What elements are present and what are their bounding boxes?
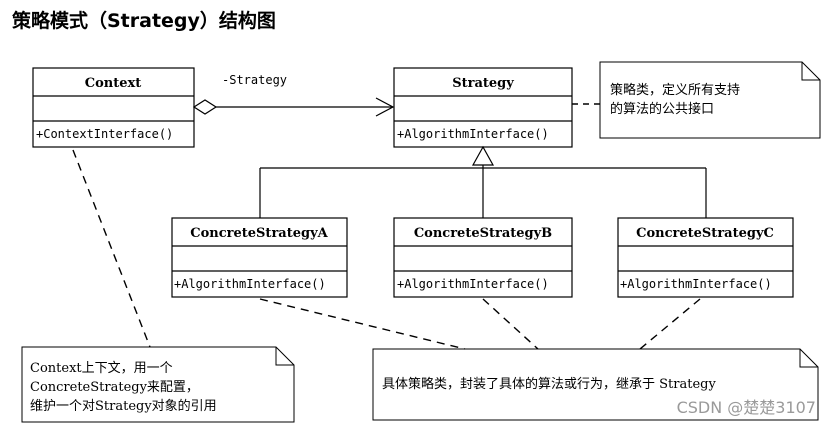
inheritance-triangle-icon [471,145,495,166]
class-concrete-b-name: ConcreteStrategyB [414,226,552,241]
class-concrete-c-name: ConcreteStrategyC [636,226,774,241]
class-concrete-strategy-a: ConcreteStrategyA +AlgorithmInterface() [171,217,348,298]
class-concrete-a-operation: +AlgorithmInterface() [174,277,326,291]
class-concrete-strategy-b: ConcreteStrategyB +AlgorithmInterface() [393,217,573,298]
class-context-operation: +ContextInterface() [36,127,173,141]
class-concrete-c-operation: +AlgorithmInterface() [620,277,772,291]
class-concrete-a-name: ConcreteStrategyA [190,226,328,241]
class-context-name: Context [85,76,142,91]
generalization-tree [259,145,707,218]
class-context: Context +ContextInterface() [32,67,195,148]
note-concrete-strategies: 具体策略类，封装了具体的算法或行为，继承于 Strategy [372,348,819,421]
note-concrete-connector-b [482,298,539,350]
class-strategy: Strategy +AlgorithmInterface() [393,67,573,148]
class-concrete-strategy-c: ConcreteStrategyC +AlgorithmInterface() [617,217,794,298]
open-arrow-icon [375,97,395,117]
note-context: Context上下文，用一个 ConcreteStrategy来配置， 维护一个… [21,346,295,423]
note-concrete-line-1: 具体策略类，封装了具体的算法或行为，继承于 Strategy [382,376,716,392]
note-strategy-line-1: 策略类，定义所有支持 [610,82,740,98]
association-context-strategy: -Strategy [192,73,395,117]
note-strategy-line-2: 的算法的公共接口 [610,101,714,117]
note-concrete-connector-c [639,298,701,350]
note-context-line-1: Context上下文，用一个 [30,361,173,376]
note-context-line-3: 维护一个对Strategy对象的引用 [30,398,217,414]
diagram-title: 策略模式（Strategy）结构图 [12,10,276,32]
class-concrete-b-operation: +AlgorithmInterface() [397,277,549,291]
association-label: -Strategy [222,73,287,87]
note-context-line-2: ConcreteStrategy来配置， [30,380,199,395]
class-strategy-operation: +AlgorithmInterface() [397,127,549,141]
note-strategy: 策略类，定义所有支持 的算法的公共接口 [599,61,821,139]
aggregation-diamond-icon [192,99,218,115]
class-strategy-name: Strategy [452,76,514,91]
note-context-connector [72,149,151,348]
note-concrete-connector-a [259,298,466,350]
watermark: CSDN @楚楚3107 [676,398,816,417]
